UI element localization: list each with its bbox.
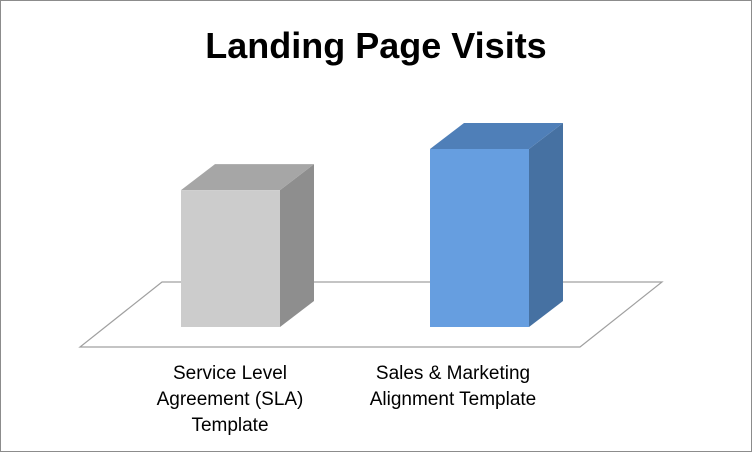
category-label-line: Alignment Template: [369, 389, 537, 410]
category-label-sales-marketing-template: Sales & Marketing Alignment Template: [343, 361, 563, 413]
category-label-line: Agreement (SLA): [156, 389, 304, 410]
chart-floor: [78, 281, 664, 348]
category-label-line: Service Level: [172, 363, 288, 384]
bar-sales-marketing-template: [430, 149, 529, 327]
bars-group: [181, 123, 563, 327]
chart-title: Landing Page Visits: [205, 25, 547, 66]
bar-top-sla-template: [181, 164, 314, 191]
bar-sla-template: [181, 190, 280, 327]
bar-top-sales-marketing-template: [430, 123, 563, 149]
category-label-line: Sales & Marketing: [375, 363, 531, 384]
category-label-sla-template: Service Level Agreement (SLA) Template: [120, 361, 340, 439]
category-label-line: Template: [191, 415, 269, 436]
bar-side-sla-template: [280, 164, 314, 327]
bar-side-sales-marketing-template: [529, 123, 563, 327]
